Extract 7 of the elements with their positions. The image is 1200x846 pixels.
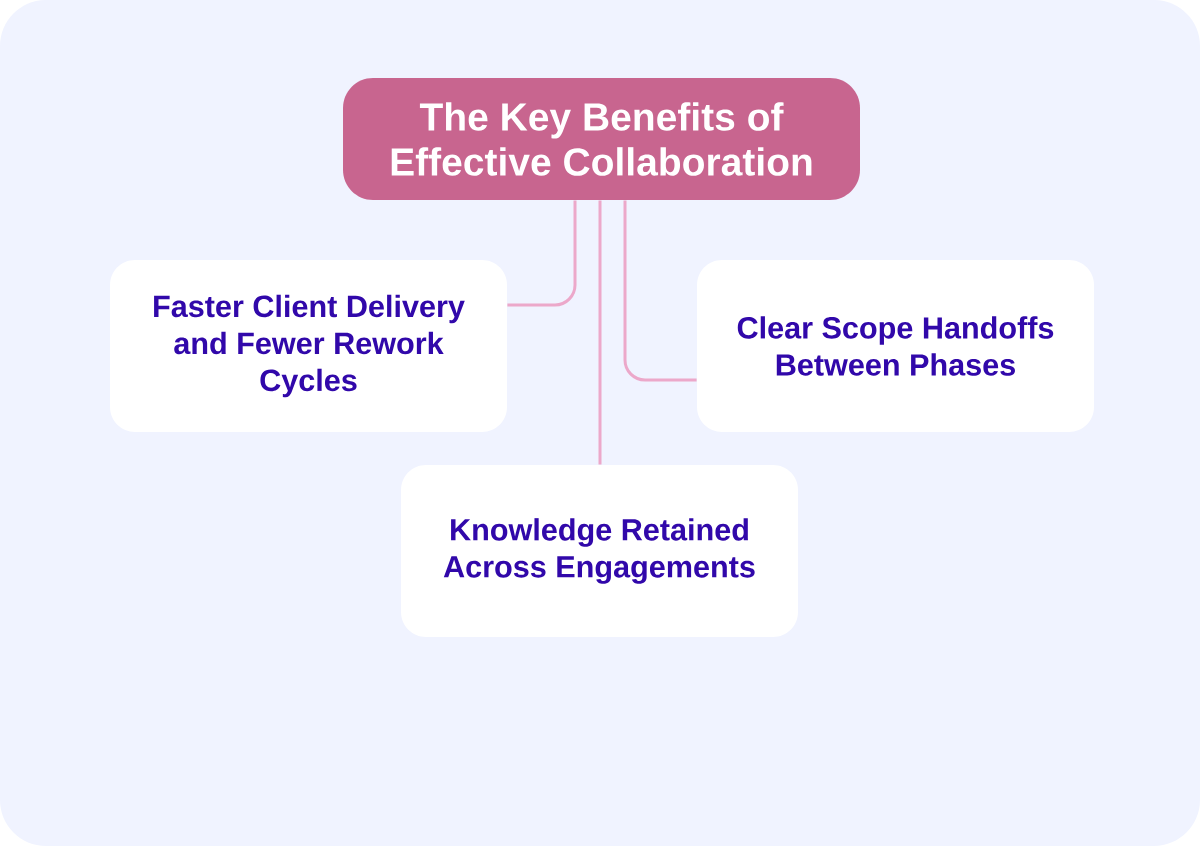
benefit-box: Faster Client Delivery and Fewer Rework Cycles — [110, 260, 507, 432]
title-box: The Key Benefits of Effective Collaboration — [343, 78, 860, 200]
benefit-box: Clear Scope Handoffs Between Phases — [697, 260, 1094, 432]
connector-line — [598, 200, 602, 465]
benefit-box: Knowledge Retained Across Engagements — [401, 465, 798, 637]
connector-line — [623, 200, 697, 382]
connector-line — [507, 200, 577, 307]
